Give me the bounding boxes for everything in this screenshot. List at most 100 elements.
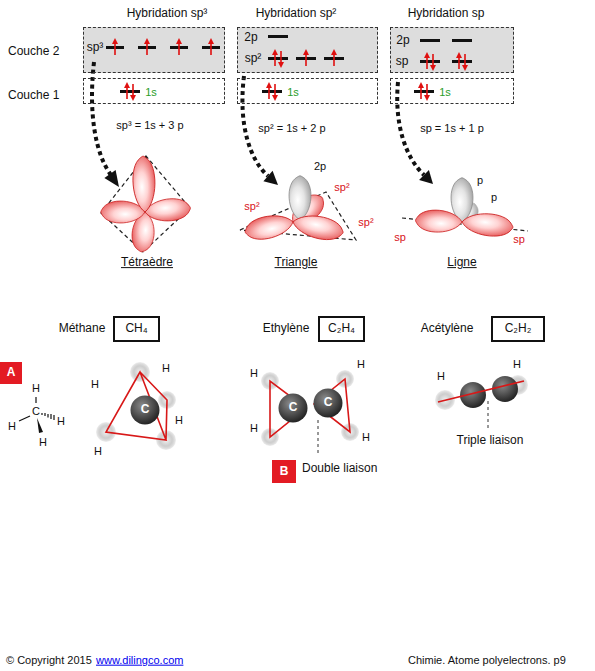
orbital-bar <box>268 57 288 60</box>
orbital-shell-box: 1s <box>83 78 225 104</box>
orbital-bar <box>262 90 282 93</box>
carbon-atom: C <box>313 388 343 418</box>
spin-arrow <box>146 41 148 55</box>
box-text: 1s <box>439 86 451 99</box>
spin-arrow <box>178 41 180 55</box>
atom-symbol: C <box>141 403 150 417</box>
spin-arrow <box>280 51 282 65</box>
structural-bonds <box>47 414 48 418</box>
spin-arrow <box>432 54 434 68</box>
orbital-bar <box>268 35 288 38</box>
copyright: © Copyright 2015 <box>6 654 92 667</box>
section-heading: Hybridation sp <box>408 7 485 21</box>
box-text: sp <box>396 55 409 69</box>
line-orbitals <box>402 178 528 238</box>
geometry-name: Tétraèdre <box>121 256 173 270</box>
structural-bonds <box>37 418 43 433</box>
atom-ball <box>279 394 308 423</box>
box-text: C₂H₂ <box>505 322 532 336</box>
dotted-arrow <box>104 170 119 187</box>
spin-arrow <box>333 52 335 66</box>
carbon-atom: C <box>130 395 160 425</box>
callout-letter-text: B <box>280 465 289 479</box>
website-link: www.dilingco.com <box>96 654 183 667</box>
methane-model <box>106 372 167 440</box>
box-text: 2p <box>244 31 257 45</box>
structural-bonds <box>53 415 54 420</box>
atom-symbol: H <box>362 431 370 444</box>
callout-letter: B <box>272 460 296 483</box>
carbon-atom: C <box>278 393 308 423</box>
box-text: C₂H₄ <box>328 322 355 336</box>
bond-note: Double liaison <box>302 462 377 476</box>
orbital-label: sp² <box>334 181 349 194</box>
molecule-name: Méthane <box>59 322 106 336</box>
structural-bonds <box>19 397 54 433</box>
structural-bonds <box>19 416 30 421</box>
formula-box: CH₄ <box>113 316 160 342</box>
orbital-label: sp² <box>358 216 373 229</box>
orbital-label: sp <box>394 231 406 244</box>
shell-fill <box>83 27 225 73</box>
atom-symbol: H <box>57 415 65 428</box>
shell-fill <box>237 27 378 73</box>
dotted-arrow <box>397 82 424 175</box>
spin-arrow <box>210 41 212 55</box>
atom-symbol: H <box>437 370 445 383</box>
atom-symbol: H <box>175 414 183 427</box>
spin-arrow <box>305 52 307 66</box>
structural-bonds <box>41 413 42 415</box>
spin-arrow <box>115 41 465 99</box>
spin-arrow <box>420 85 422 99</box>
acetylene-model <box>488 401 489 431</box>
orbital-shell-box: 2p sp² <box>237 27 378 73</box>
atom-symbol: H <box>39 436 47 449</box>
spin-arrow <box>268 85 270 99</box>
orbital-bar <box>420 60 440 63</box>
spin-arrow <box>274 52 276 66</box>
orbital-label: p <box>491 191 497 204</box>
atom-symbol: H <box>513 358 521 371</box>
callout-letter-text: A <box>7 366 16 380</box>
tetrahedron-orbitals <box>132 156 156 213</box>
spin-arrow <box>114 41 116 55</box>
formula-text: sp³ = 1s + 3 p <box>116 119 183 132</box>
spin-arrow <box>274 84 276 98</box>
acetylene-model <box>438 381 524 402</box>
box-text: sp³ <box>87 41 104 55</box>
atom-symbol: H <box>91 378 99 391</box>
row-label: Couche 2 <box>8 45 59 59</box>
orbital-shell-box: 1s <box>237 78 378 104</box>
orbital-bar <box>414 90 434 93</box>
atom-symbol: H <box>32 382 40 395</box>
shell-fill <box>83 27 514 73</box>
section-heading: Hybridation sp² <box>256 7 337 21</box>
geometry-name: Ligne <box>447 256 476 270</box>
row-label: Couche 1 <box>8 89 59 103</box>
spin-arrow <box>458 55 460 69</box>
orbital-bar <box>420 39 440 42</box>
geometry-name: Triangle <box>275 256 318 270</box>
atom-symbol: C <box>32 405 40 418</box>
atom-symbol: C <box>324 396 333 410</box>
atom-symbol: H <box>162 362 170 375</box>
acetylene-model <box>492 376 518 402</box>
orbital-bar <box>120 90 140 93</box>
triangle-orbitals <box>240 176 356 244</box>
box-text: sp² <box>245 52 262 66</box>
structural-bonds <box>44 413 45 416</box>
line-orbitals <box>461 211 514 238</box>
orbital-bar <box>452 60 472 63</box>
atom-symbol: H <box>357 358 365 371</box>
orbital-label: 2p <box>314 160 326 173</box>
orbital-shell-box: sp³ <box>83 27 225 73</box>
ethylene-model <box>318 420 319 456</box>
molecule-name: Acétylène <box>421 322 474 336</box>
spin-arrow <box>132 84 134 98</box>
dotted-arrow <box>263 171 278 185</box>
spin-arrow <box>426 55 428 69</box>
ethylene-model <box>261 370 359 456</box>
formula-box: C₂H₄ <box>318 316 365 342</box>
molecule-name: Ethylène <box>263 322 310 336</box>
